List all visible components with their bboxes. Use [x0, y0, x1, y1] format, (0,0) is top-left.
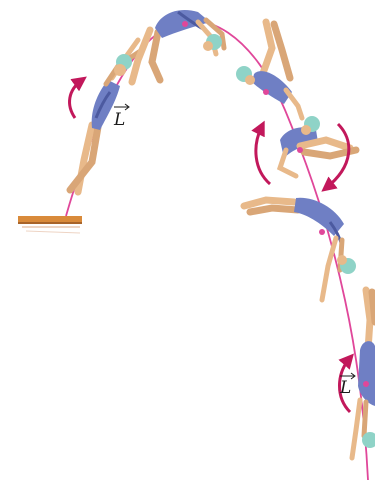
diver-figure-entry: [352, 290, 375, 458]
center-of-mass-dot: [297, 147, 303, 153]
diver-figure-tuck-1: [236, 22, 302, 118]
diver-figure-takeoff: [70, 40, 142, 192]
rotation-arrow: [70, 80, 82, 118]
diving-board: [18, 216, 82, 233]
center-of-mass-dot: [363, 381, 369, 387]
diver-figure-apex: [132, 10, 224, 82]
diver-figure-open: [244, 198, 356, 300]
center-of-mass-dot: [319, 229, 325, 235]
angular-momentum-label-1: L: [113, 104, 129, 130]
svg-text:L: L: [339, 378, 351, 398]
center-of-mass-dot: [182, 21, 188, 27]
svg-text:L: L: [113, 110, 125, 130]
center-of-mass-dot: [263, 89, 269, 95]
rotation-arrow: [256, 126, 270, 184]
